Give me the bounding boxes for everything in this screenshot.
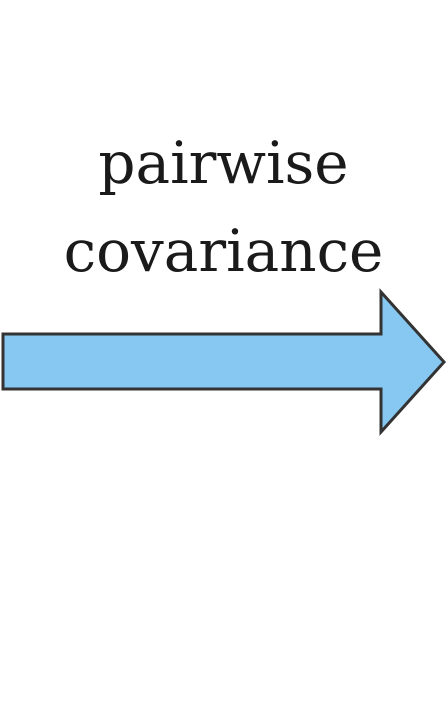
arrow-label-line-2: covariance <box>63 217 384 285</box>
arrow-label-line-1: pairwise <box>98 129 349 197</box>
right-arrow-shape <box>1 288 447 436</box>
